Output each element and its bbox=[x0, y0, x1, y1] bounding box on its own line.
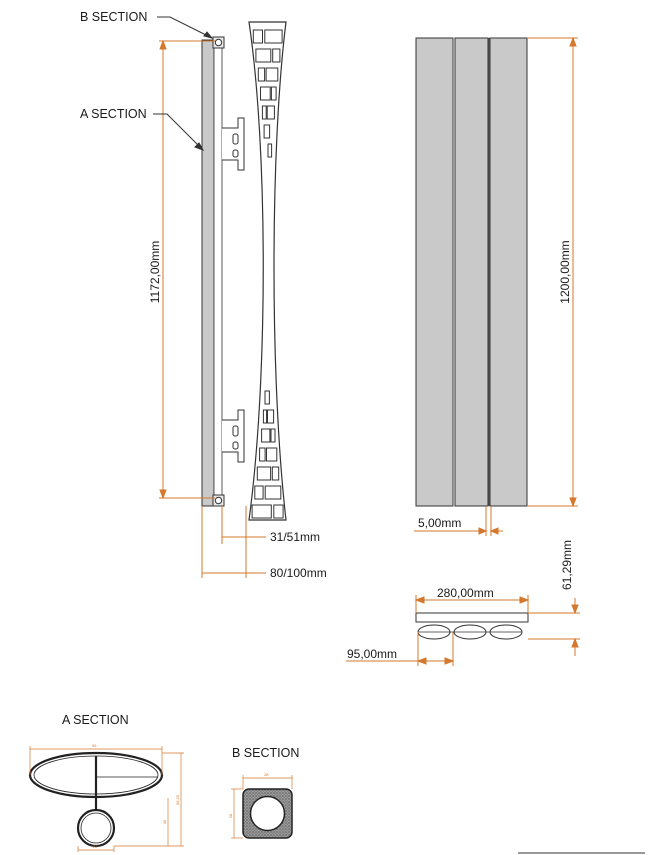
brick bbox=[267, 409, 275, 424]
brick bbox=[264, 485, 282, 500]
panel-gap-label: 5,00mm bbox=[418, 516, 461, 530]
brick bbox=[272, 48, 281, 63]
a-sec-height-2-label: 40 bbox=[162, 819, 167, 824]
radiator-side-panel bbox=[201, 39, 215, 507]
a-section-detail: A SECTION 95 58,29 40 22 bbox=[28, 713, 184, 852]
brick bbox=[267, 143, 273, 158]
front-height-dimension bbox=[527, 36, 578, 508]
lower-bracket bbox=[222, 409, 245, 463]
a-section-dimensions bbox=[29, 746, 184, 852]
b-section-title: B SECTION bbox=[232, 746, 299, 760]
a-sec-tube-label: 22 bbox=[93, 844, 98, 849]
brick bbox=[257, 67, 266, 82]
brick bbox=[254, 485, 264, 500]
front-panel-1 bbox=[415, 37, 454, 507]
brick bbox=[264, 29, 283, 44]
top-tube-hole bbox=[214, 38, 223, 47]
a-sec-height-1-label: 58,29 bbox=[175, 794, 180, 805]
brick bbox=[266, 447, 278, 462]
brick bbox=[259, 447, 266, 462]
a-sec-width-label: 95 bbox=[92, 743, 97, 748]
side-height-dimension bbox=[159, 39, 215, 500]
top-width-label: 280,00mm bbox=[437, 586, 494, 600]
brick bbox=[256, 466, 272, 481]
brick-pattern bbox=[251, 29, 284, 519]
b-sec-width-label: 28 bbox=[264, 772, 269, 777]
brick bbox=[265, 67, 279, 82]
b-section-callout: B SECTION bbox=[80, 10, 147, 24]
brick bbox=[261, 105, 267, 120]
radiator-side-inner bbox=[213, 43, 223, 503]
a-section-tube-inner bbox=[80, 812, 112, 844]
side-height-label: 1172,00mm bbox=[148, 241, 162, 303]
b-section-hole bbox=[249, 795, 286, 832]
a-section-callout: A SECTION bbox=[80, 107, 147, 121]
depth-label: 80/100mm bbox=[270, 566, 327, 580]
top-view-plate bbox=[415, 612, 529, 623]
b-sec-height-label: 28 bbox=[228, 813, 233, 818]
b-section-leader bbox=[157, 16, 214, 39]
brick bbox=[266, 105, 275, 120]
side-view: 1172,00mm 31/51mm 80/100mm B SECTION A S… bbox=[80, 10, 327, 580]
brick bbox=[273, 504, 284, 519]
top-offset-label: 95,00mm bbox=[347, 647, 397, 661]
brick-wall bbox=[248, 21, 287, 521]
brick bbox=[255, 48, 272, 63]
brick bbox=[251, 504, 272, 519]
b-section-detail: B SECTION 28 28 bbox=[228, 746, 299, 839]
front-panel-3 bbox=[489, 37, 528, 507]
brick bbox=[260, 86, 271, 101]
b-section-dimensions bbox=[231, 775, 293, 839]
top-offset-dimension bbox=[346, 632, 455, 666]
brick bbox=[270, 428, 276, 443]
top-width-dimension bbox=[414, 595, 530, 613]
upper-bracket bbox=[222, 117, 245, 171]
brick bbox=[264, 390, 270, 405]
top-depth-dimension bbox=[528, 598, 580, 656]
wall-gap-label: 31/51mm bbox=[270, 530, 320, 544]
front-height-label: 1200,00mm bbox=[558, 240, 572, 303]
bottom-tube-hole bbox=[214, 496, 223, 505]
brick bbox=[252, 29, 264, 44]
brick bbox=[263, 124, 271, 139]
brick bbox=[262, 409, 268, 424]
panel-gap-dimension bbox=[414, 506, 503, 536]
a-section-tube-outer bbox=[76, 808, 116, 848]
brick bbox=[271, 466, 280, 481]
a-section-leader bbox=[153, 113, 205, 151]
brick bbox=[261, 428, 271, 443]
brick bbox=[270, 86, 277, 101]
depth-dimensions bbox=[201, 506, 266, 578]
top-depth-label: 61,29mm bbox=[560, 540, 574, 590]
front-panel-2 bbox=[454, 37, 489, 507]
front-view: 1200,00mm 5,00mm bbox=[414, 36, 578, 536]
a-section-title: A SECTION bbox=[62, 713, 129, 727]
top-view: 280,00mm 61,29mm 95,00mm bbox=[346, 540, 580, 666]
